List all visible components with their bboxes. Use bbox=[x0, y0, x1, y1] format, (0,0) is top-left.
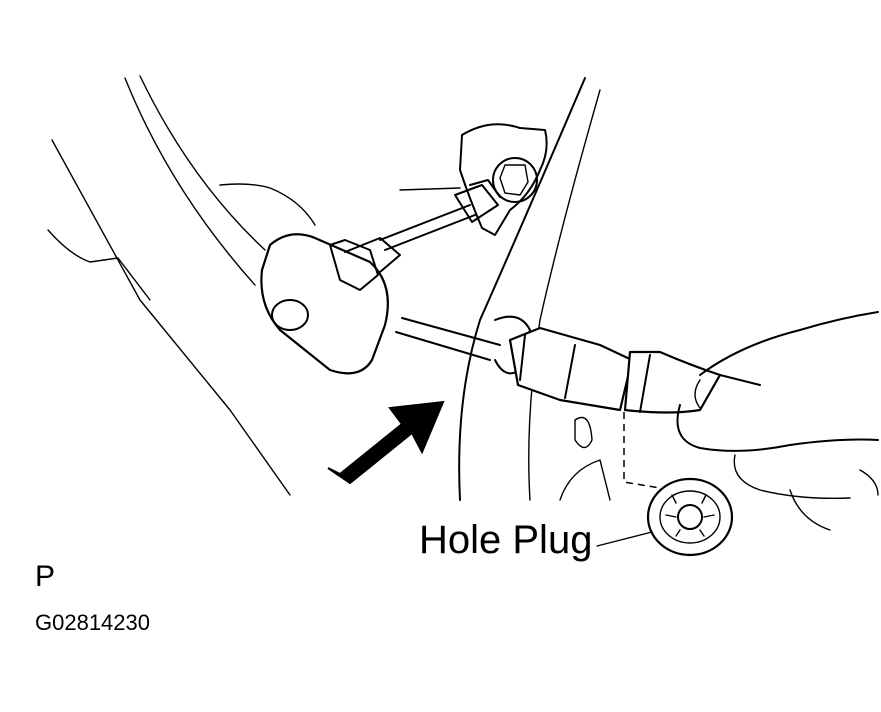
guide-dashed-line bbox=[623, 412, 661, 489]
hole-plug-icon bbox=[646, 477, 734, 557]
body-panel bbox=[47, 75, 316, 496]
latch-rod bbox=[379, 179, 501, 251]
latch-bracket bbox=[399, 123, 548, 236]
hand bbox=[676, 311, 879, 531]
figure-id: G02814230 bbox=[35, 610, 150, 635]
door-pillar bbox=[458, 77, 611, 501]
direction-arrow-icon bbox=[327, 400, 445, 485]
door-handle bbox=[260, 233, 401, 375]
ratchet-wrench-icon bbox=[508, 326, 761, 414]
corner-code: P bbox=[35, 560, 56, 593]
hole-plug-label: Hole Plug bbox=[419, 518, 593, 562]
callout-leader-line bbox=[596, 531, 653, 547]
